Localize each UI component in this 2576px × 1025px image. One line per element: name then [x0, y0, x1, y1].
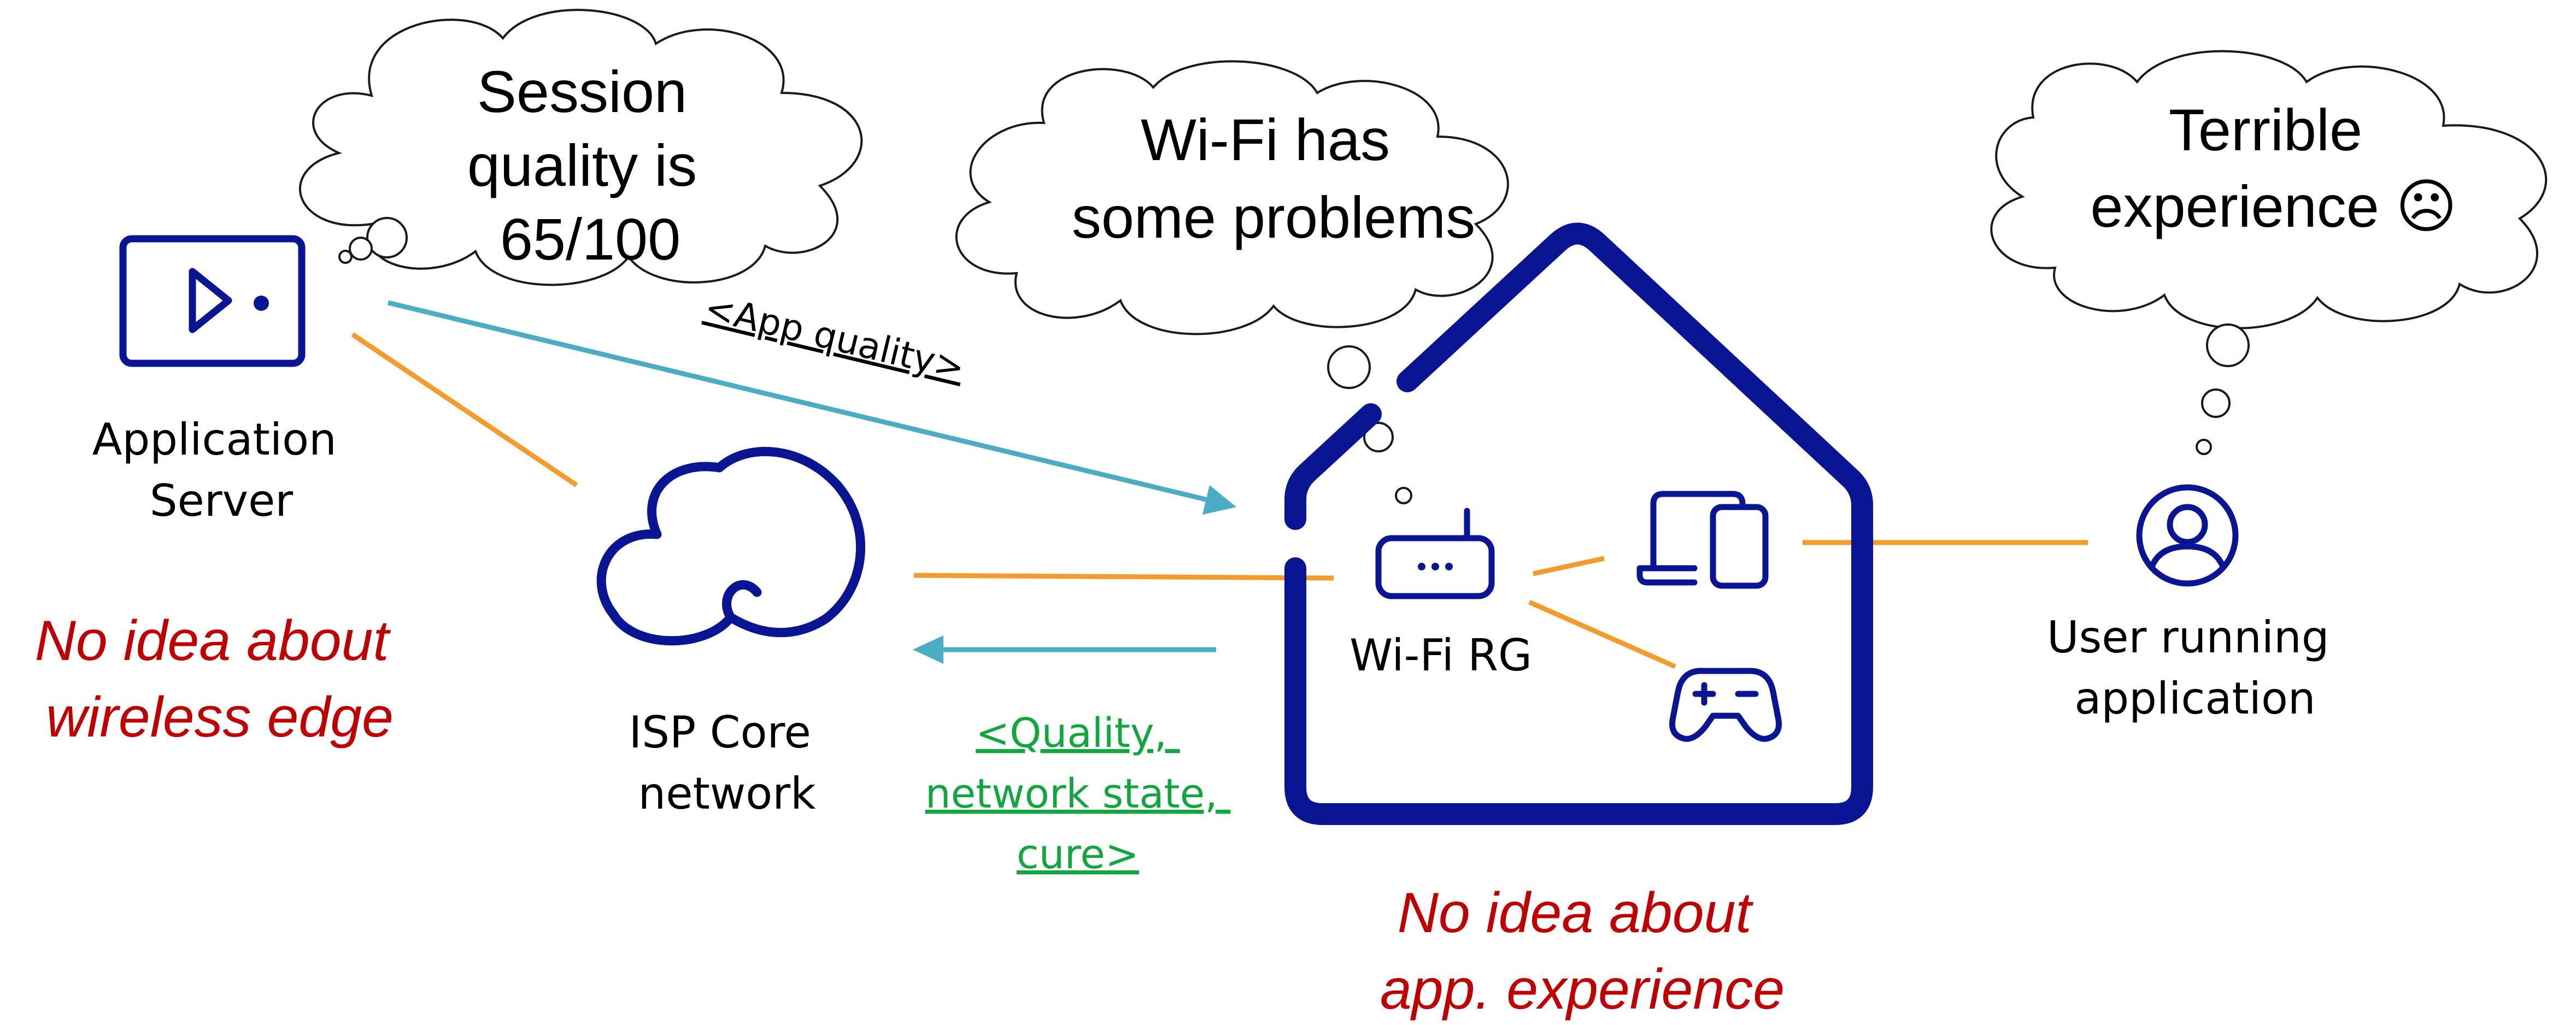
- svg-text:Wi-Fi has some problems: Wi-Fi has some problems: [1072, 107, 1475, 250]
- house-icon: [1284, 222, 1873, 825]
- note-home-side: app. experience: [1380, 958, 1785, 1021]
- cloud-shape: [955, 60, 1509, 335]
- thought-bubble: [366, 217, 408, 258]
- thought-text-line: some problems: [1072, 184, 1475, 250]
- thought-cloud-server: Session quality is 65/100: [298, 9, 863, 286]
- thought-bubble: [2206, 323, 2250, 367]
- cloud-shape: [298, 9, 863, 286]
- thought-text-line: Wi-Fi has: [1141, 107, 1390, 173]
- quality-feedback-label: cure>: [1017, 831, 1139, 878]
- thought-bubble: [2196, 439, 2212, 455]
- link-router-devices: [1533, 556, 1605, 576]
- svg-text:Terrible experience ☹: Terrible experience ☹: [2091, 97, 2457, 239]
- thought-bubble: [338, 250, 353, 264]
- arrow-app-quality: [387, 300, 1236, 515]
- user-label: application: [2074, 673, 2315, 724]
- thought-bubble: [349, 237, 373, 261]
- thought-text-line: Session: [477, 58, 687, 125]
- router-icon: [1375, 508, 1495, 599]
- note-home-side: No idea about: [1398, 881, 1754, 945]
- thought-cloud-wifi: Wi-Fi has some problems: [955, 60, 1509, 504]
- note-server-side: No idea about: [35, 609, 391, 673]
- note-server-side: wireless edge: [46, 686, 394, 749]
- thought-bubble: [1363, 422, 1394, 452]
- cloud-icon: [596, 446, 866, 646]
- svg-text:No idea about wireless edg: No idea about wireless edge: [35, 609, 405, 749]
- svg-text:User running application: User running application: [2047, 612, 2343, 724]
- svg-text:Application Server: Application Server: [92, 414, 350, 526]
- quality-feedback-label: <Quality,: [976, 710, 1167, 757]
- video-player-icon: [119, 235, 306, 367]
- svg-text:ISP Core network: ISP Core network: [629, 707, 825, 819]
- thought-cloud-user: Terrible experience ☹: [1990, 50, 2548, 455]
- thought-text-line: Terrible: [2169, 97, 2362, 163]
- server-label: Application: [92, 414, 337, 465]
- svg-text:No idea about app. experie: No idea about app. experience: [1380, 881, 1785, 1021]
- link-isp-router: [913, 573, 1334, 581]
- svg-text:<Quality, network state,: <Quality, network state, cure>: [925, 710, 1231, 878]
- thought-text-line: experience ☹: [2091, 173, 2457, 239]
- arrow-quality-feedback: [913, 635, 1216, 664]
- quality-feedback-label: network state,: [925, 770, 1218, 817]
- thought-text-line: 65/100: [500, 206, 680, 272]
- app-quality-label: <App quality>: [701, 286, 969, 389]
- router-label: Wi-Fi RG: [1349, 630, 1532, 681]
- laptop-phone-icon: [1636, 491, 1769, 589]
- link-router-gamepad: [1528, 599, 1676, 669]
- thought-text-line: quality is: [467, 132, 697, 198]
- isp-label: network: [638, 768, 817, 819]
- thought-bubble: [1327, 345, 1371, 389]
- server-label: Server: [150, 475, 293, 526]
- link-server-isp: [351, 332, 578, 487]
- thought-bubble: [1395, 487, 1412, 504]
- svg-text:Session quality is: Session quality is 65/100: [467, 58, 713, 272]
- user-label: User running: [2047, 612, 2329, 663]
- gamepad-icon: [1669, 668, 1782, 742]
- user-icon: [2136, 484, 2239, 587]
- cloud-shape: [1990, 50, 2548, 329]
- isp-label: ISP Core: [629, 707, 811, 758]
- thought-bubble: [2201, 388, 2231, 418]
